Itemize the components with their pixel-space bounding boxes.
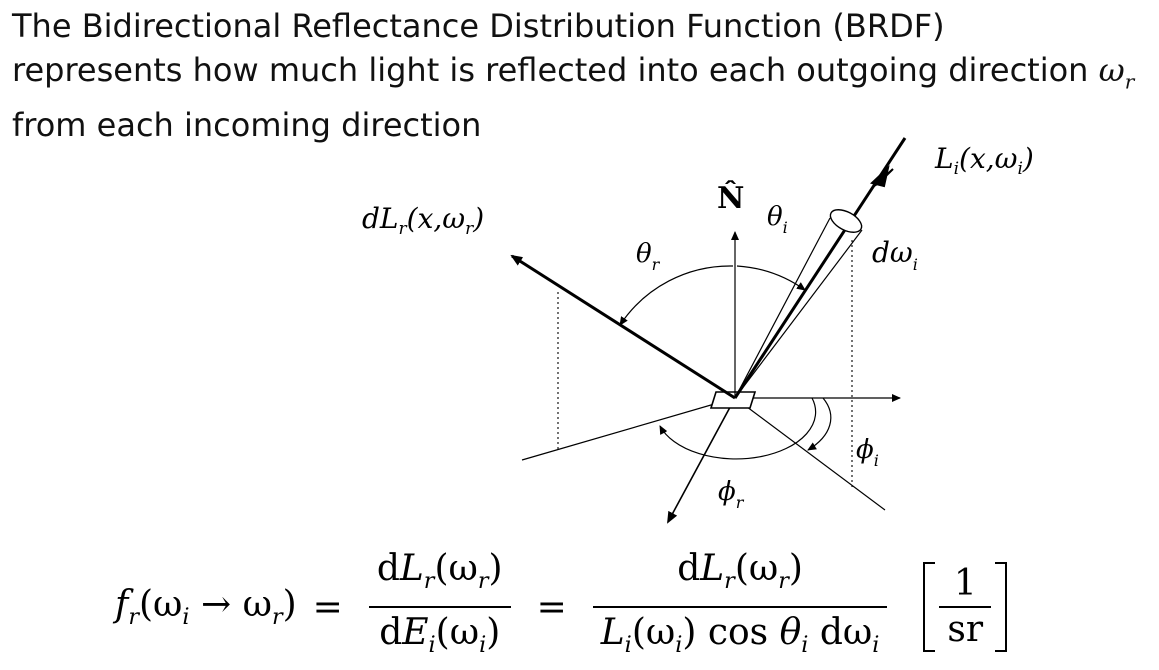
formula-lhs: fr(ωi → ωr) xyxy=(115,583,297,631)
equals-sign-1: = xyxy=(312,586,343,628)
normal-label: N̂ xyxy=(717,181,744,216)
theta-r-arc xyxy=(619,265,734,326)
heading-line-2: represents how much light is reflected i… xyxy=(12,48,1152,103)
surface-patch xyxy=(709,391,757,409)
units-numerator: 1 xyxy=(953,563,977,604)
incoming-ray-arrowhead xyxy=(869,165,894,188)
phi-r-label: ϕr xyxy=(718,477,745,512)
phi-r-arc xyxy=(659,397,817,460)
units-bar xyxy=(939,606,992,608)
left-bracket xyxy=(923,562,936,652)
fraction-radiance-over-incident: dLr(ωr) Li(ωi) cos θi dωi xyxy=(592,544,888,670)
outgoing-radiance-label: dLr(x,ωr) xyxy=(362,202,484,239)
cone-edge-left xyxy=(734,217,831,399)
theta-i-label: θi xyxy=(767,202,788,237)
theta-i-arc xyxy=(736,265,806,291)
surface-axis-front xyxy=(667,397,736,524)
outgoing-ray xyxy=(510,254,736,400)
brdf-formula: fr(ωi → ωr) = dLr(ωr) dEi(ωi) = dLr(ωr) … xyxy=(115,548,1008,662)
right-bracket xyxy=(995,562,1008,652)
equals-sign-2: = xyxy=(536,586,567,628)
omega-r-symbol: ωr xyxy=(1098,51,1135,93)
units-denominator: sr xyxy=(947,609,984,650)
omega-subscript: r xyxy=(1124,69,1135,94)
solid-angle-ellipse xyxy=(829,209,863,233)
phi-i-arc xyxy=(807,397,832,451)
fraction-2-denominator: Li(ωi) cos θi dωi xyxy=(600,612,880,659)
fraction-2-numerator: dLr(ωr) xyxy=(677,547,803,594)
omega-symbol: ω xyxy=(1098,51,1125,89)
fraction-1-bar xyxy=(368,606,511,608)
heading-line-1: The Bidirectional Reflectance Distributi… xyxy=(12,7,945,45)
fraction-1-numerator: dLr(ωr) xyxy=(376,547,503,594)
fraction-2-bar xyxy=(592,606,888,608)
theta-r-label: θr xyxy=(636,239,661,274)
fraction-radiance-over-irradiance: dLr(ωr) dEi(ωi) xyxy=(368,544,511,670)
solid-angle-label: dωi xyxy=(872,236,918,274)
cone-edge-right xyxy=(734,229,863,399)
fraction-1-denominator: dEi(ωi) xyxy=(379,612,501,659)
surface-axis-left xyxy=(521,397,736,461)
surface-axis-diagonal xyxy=(734,397,886,511)
heading-line-3: from each incoming direction xyxy=(12,106,482,145)
heading: The Bidirectional Reflectance Distributi… xyxy=(12,4,1152,147)
units-fraction: 1 sr xyxy=(939,562,992,652)
heading-line-2-text: represents how much light is reflected i… xyxy=(12,51,1089,89)
units-bracket: 1 sr xyxy=(923,562,1008,652)
incoming-radiance-label: Li(x,ωi) xyxy=(934,142,1034,179)
phi-i-label: ϕi xyxy=(856,435,879,470)
